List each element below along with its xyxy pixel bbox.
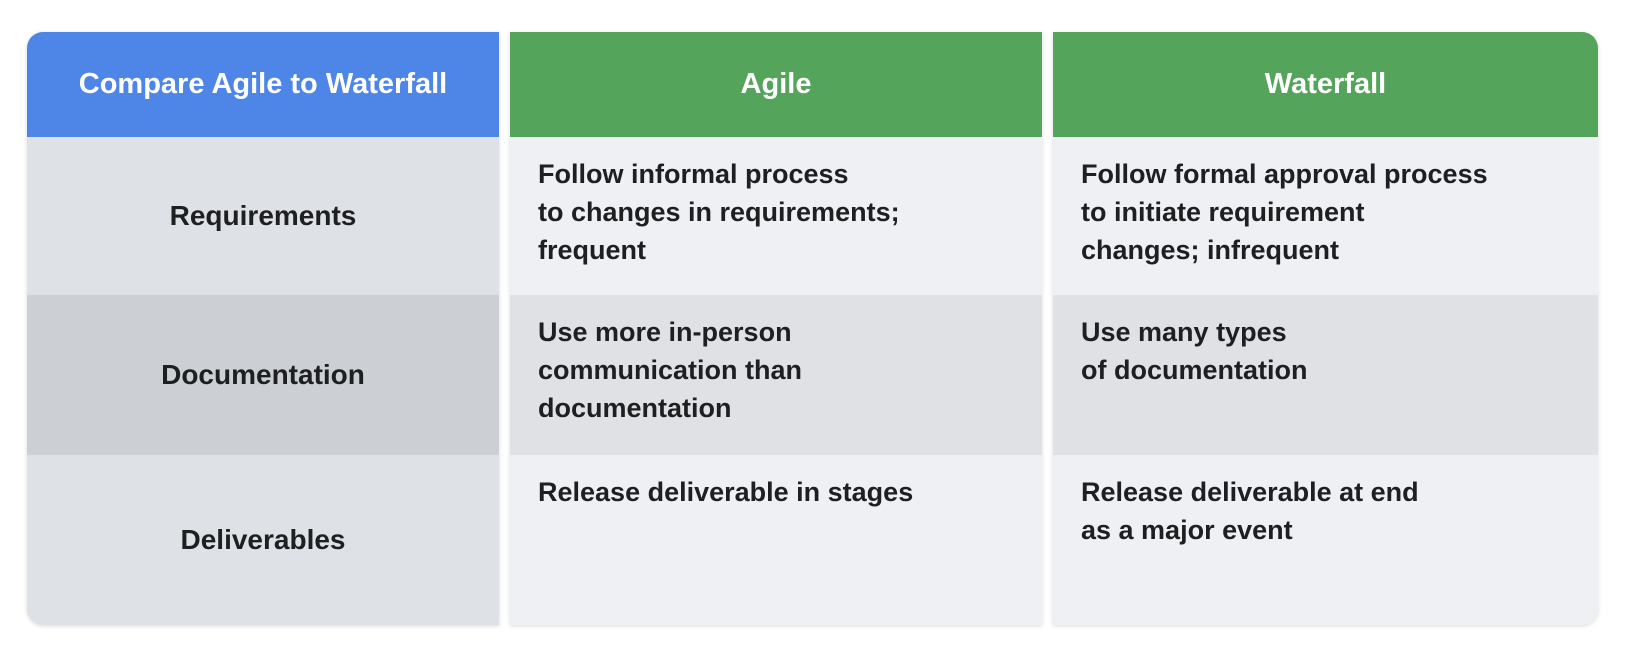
cell-requirements-waterfall: Follow formal approval process to initia… bbox=[1053, 137, 1598, 295]
cell-documentation-agile: Use more in-person communication than do… bbox=[510, 295, 1042, 455]
column-header-agile: Agile bbox=[510, 32, 1042, 137]
comparison-table: Compare Agile to Waterfall Agile Waterfa… bbox=[27, 32, 1598, 625]
column-header-waterfall: Waterfall bbox=[1053, 32, 1598, 137]
cell-deliverables-agile: Release deliverable in stages bbox=[510, 455, 1042, 625]
row-label-requirements: Requirements bbox=[27, 137, 499, 295]
cell-deliverables-waterfall: Release deliverable at end as a major ev… bbox=[1053, 455, 1598, 625]
cell-requirements-agile: Follow informal process to changes in re… bbox=[510, 137, 1042, 295]
cell-documentation-waterfall: Use many types of documentation bbox=[1053, 295, 1598, 455]
row-label-deliverables: Deliverables bbox=[27, 455, 499, 625]
table-title-cell: Compare Agile to Waterfall bbox=[27, 32, 499, 137]
row-label-documentation: Documentation bbox=[27, 295, 499, 455]
